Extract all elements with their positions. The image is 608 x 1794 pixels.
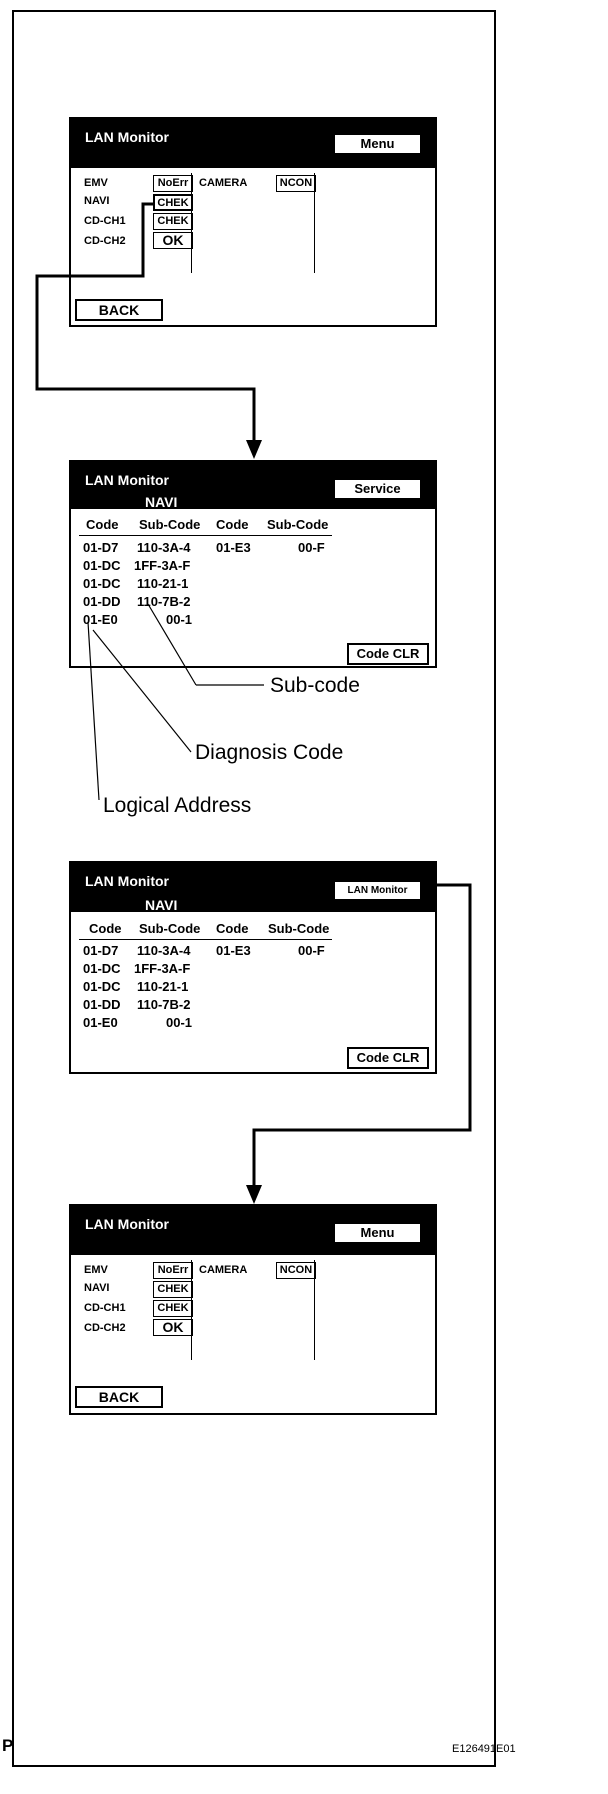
connector-line-navi-to-code <box>35 202 256 443</box>
status-emv[interactable]: NoErr <box>153 1262 193 1279</box>
column-divider <box>314 173 315 273</box>
header-sub-code-1: Sub-Code <box>139 517 201 532</box>
status-cd-ch2[interactable]: OK <box>153 1319 193 1336</box>
navi-code-screen-1: LAN Monitor NAVI Service Code Sub-Code C… <box>69 460 437 668</box>
header-sub-code-2: Sub-Code <box>267 517 329 532</box>
corner-letter: P <box>2 1736 14 1755</box>
screen-title: LAN Monitor <box>85 472 169 488</box>
header-underline <box>79 939 332 940</box>
leader-diagnosis-code <box>92 629 192 753</box>
menu-button[interactable]: Menu <box>334 1223 421 1243</box>
navi-code-screen-2: LAN Monitor NAVI LAN Monitor Code Sub-Co… <box>69 861 437 1074</box>
table-cell: 00-F <box>298 943 325 958</box>
row-label-navi: NAVI <box>84 195 110 207</box>
arrowhead-down-2 <box>246 1185 262 1204</box>
screen-subtitle: NAVI <box>145 897 178 913</box>
table-cell: 01-E3 <box>216 943 251 958</box>
screen-title: LAN Monitor <box>85 873 169 889</box>
table-cell: 01-DD <box>83 997 121 1012</box>
row-label-cd-ch2: CD-CH2 <box>84 235 126 247</box>
lan-monitor-menu-screen-bottom: LAN Monitor Menu EMV NAVI CD-CH1 CD-CH2 … <box>69 1204 437 1415</box>
row-label-navi: NAVI <box>84 1282 110 1294</box>
back-button[interactable]: BACK <box>75 1386 163 1408</box>
screen-titlebar: LAN Monitor Menu <box>71 1206 435 1255</box>
table-cell: 01-DC <box>83 576 121 591</box>
row-label-camera: CAMERA <box>199 1264 248 1276</box>
table-cell: 01-E3 <box>216 540 251 555</box>
row-label-cd-ch2: CD-CH2 <box>84 1322 126 1334</box>
screen-title: LAN Monitor <box>85 1216 169 1232</box>
figure-id: E126491E01 <box>452 1743 516 1755</box>
header-sub-code-2: Sub-Code <box>268 921 330 936</box>
header-code-2: Code <box>216 921 249 936</box>
row-label-emv: EMV <box>84 1264 108 1276</box>
table-cell: 01-E0 <box>83 612 118 627</box>
table-cell: 110-21-1 <box>137 979 189 994</box>
row-label-cd-ch1: CD-CH1 <box>84 1302 126 1314</box>
back-button[interactable]: BACK <box>75 299 163 321</box>
table-cell: 00-1 <box>166 1015 193 1030</box>
status-camera[interactable]: NCON <box>276 175 316 192</box>
screen-titlebar: LAN Monitor NAVI LAN Monitor <box>71 863 435 913</box>
lan-monitor-button[interactable]: LAN Monitor <box>334 881 421 900</box>
table-cell: 110-3A-4 <box>137 540 191 555</box>
connector-line-lanmonitor-to-menu <box>252 883 472 1188</box>
screen-title: LAN Monitor <box>85 129 169 145</box>
header-code-2: Code <box>216 517 249 532</box>
table-cell: 01-DC <box>83 979 121 994</box>
table-cell: 00-1 <box>166 612 193 627</box>
code-clr-button[interactable]: Code CLR <box>347 643 429 665</box>
leader-sub-code <box>147 603 197 686</box>
header-sub-code-1: Sub-Code <box>139 921 201 936</box>
status-cd-ch1[interactable]: CHEK <box>153 213 193 230</box>
status-emv[interactable]: NoErr <box>153 175 193 192</box>
column-divider <box>191 173 192 273</box>
lan-monitor-menu-screen-top: LAN Monitor Menu EMV NAVI CD-CH1 CD-CH2 … <box>69 117 437 327</box>
menu-button[interactable]: Menu <box>334 134 421 154</box>
code-clr-button[interactable]: Code CLR <box>347 1047 429 1069</box>
annotation-sub-code: Sub-code <box>270 674 360 697</box>
status-cd-ch1[interactable]: CHEK <box>153 1300 193 1317</box>
annotation-logical-address: Logical Address <box>103 794 252 817</box>
status-cd-ch2[interactable]: OK <box>153 232 193 249</box>
diagram-frame <box>12 10 496 1767</box>
table-cell: 110-3A-4 <box>137 943 191 958</box>
row-label-emv: EMV <box>84 177 108 189</box>
table-cell: 01-D7 <box>83 540 119 555</box>
table-cell: 00-F <box>298 540 325 555</box>
header-code-1: Code <box>86 517 119 532</box>
screen-titlebar: LAN Monitor Menu <box>71 119 435 168</box>
status-camera[interactable]: NCON <box>276 1262 316 1279</box>
table-cell: 01-D7 <box>83 943 119 958</box>
table-cell: 01-E0 <box>83 1015 118 1030</box>
status-navi[interactable]: CHEK <box>153 1281 193 1298</box>
row-label-cd-ch1: CD-CH1 <box>84 215 126 227</box>
service-button[interactable]: Service <box>334 479 421 499</box>
table-cell: 01-DD <box>83 594 121 609</box>
column-divider <box>314 1260 315 1360</box>
table-cell: 01-DC <box>83 961 121 976</box>
screen-titlebar: LAN Monitor NAVI Service <box>71 462 435 510</box>
header-code-1: Code <box>89 921 122 936</box>
arrowhead-down-1 <box>246 440 262 459</box>
table-cell: 110-7B-2 <box>137 594 191 609</box>
table-cell: 1FF-3A-F <box>134 558 191 573</box>
leader-logical-address <box>87 621 100 801</box>
annotation-diagnosis-code: Diagnosis Code <box>195 741 344 764</box>
screen-subtitle: NAVI <box>145 494 178 510</box>
table-cell: 1FF-3A-F <box>134 961 191 976</box>
table-cell: 01-DC <box>83 558 121 573</box>
column-divider <box>191 1260 192 1360</box>
table-cell: 110-7B-2 <box>137 997 191 1012</box>
header-underline <box>79 535 332 536</box>
row-label-camera: CAMERA <box>199 177 248 189</box>
table-cell: 110-21-1 <box>137 576 189 591</box>
